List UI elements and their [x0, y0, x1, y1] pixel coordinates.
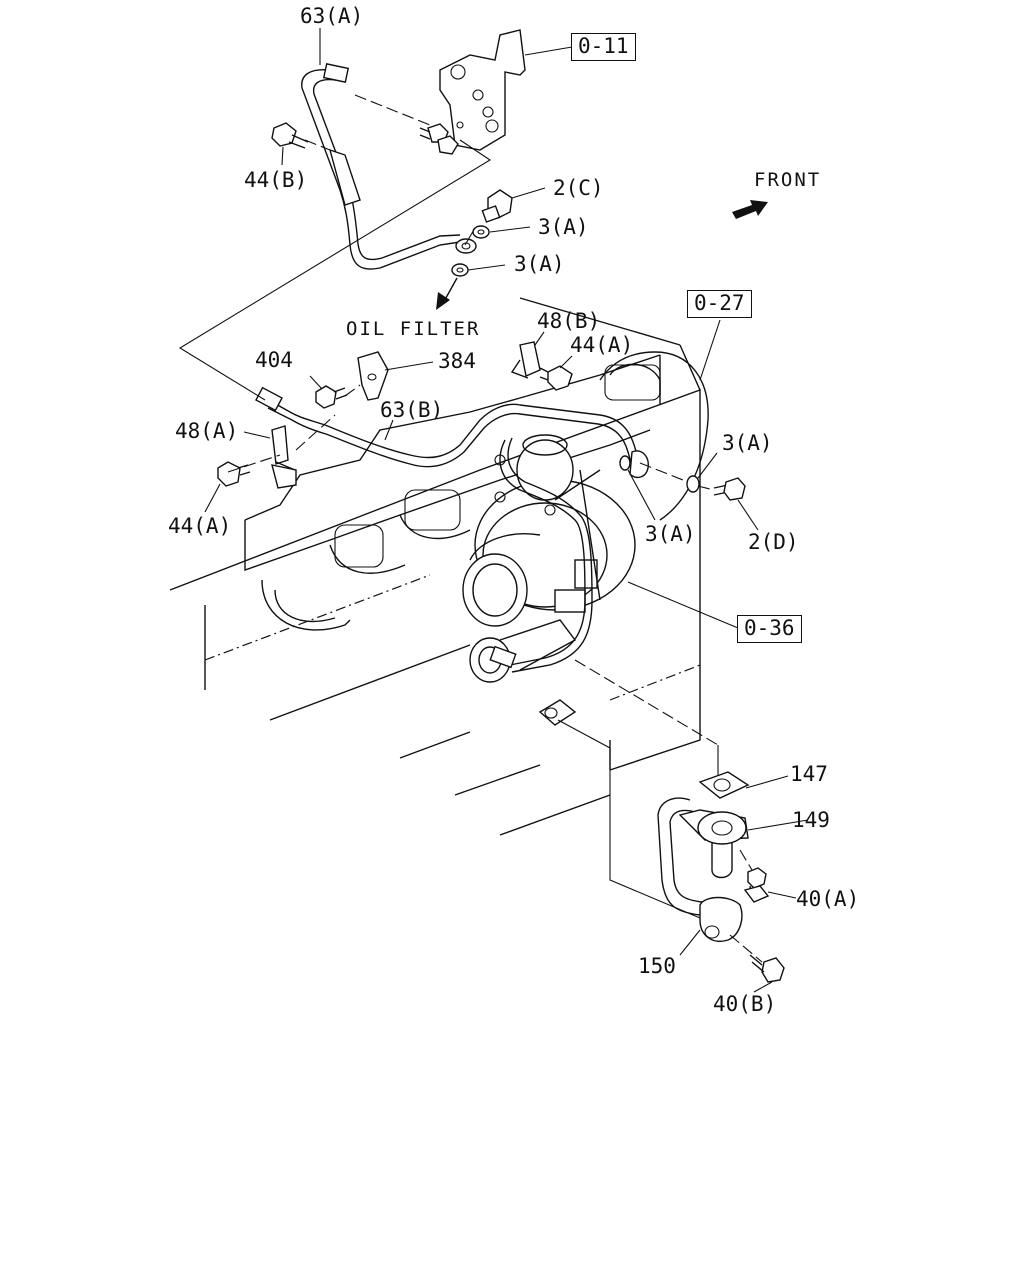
label-48b: 48(B)	[537, 309, 601, 333]
oil-pipe-63b	[255, 386, 649, 673]
washer-3a-2	[451, 263, 469, 277]
return-pipe-149	[538, 699, 750, 942]
bolt-404	[315, 385, 348, 409]
clamp-48a	[271, 425, 297, 489]
label-2d: 2(D)	[748, 530, 799, 554]
label-63a: 63(A)	[300, 4, 364, 28]
oil-pipe-63a	[301, 63, 477, 270]
label-404: 404	[255, 348, 293, 372]
label-3a-1: 3(A)	[538, 215, 589, 239]
front-arrow-icon	[732, 200, 768, 219]
label-2c: 2(C)	[553, 176, 604, 200]
clip-384	[357, 351, 389, 401]
oil-filter-arrow	[436, 277, 458, 310]
label-150: 150	[638, 954, 676, 978]
label-149: 149	[792, 808, 830, 832]
washer-3a-center	[619, 455, 631, 471]
ref-box-0-11[interactable]: 0-11	[571, 33, 636, 61]
bolt-44a-top	[539, 365, 573, 391]
oil-filter-label: OIL FILTER	[346, 318, 481, 340]
front-label: FRONT	[754, 169, 822, 191]
washer-3a-right	[686, 475, 700, 493]
label-3a-2: 3(A)	[514, 252, 565, 276]
bracket-0-11	[439, 29, 526, 151]
bolt-44b	[271, 122, 309, 149]
label-44b: 44(B)	[244, 168, 308, 192]
label-384: 384	[438, 349, 476, 373]
washer-3a-1	[472, 225, 490, 239]
leader-lines	[204, 28, 809, 993]
label-63b: 63(B)	[380, 398, 444, 422]
label-44a-top: 44(A)	[570, 333, 634, 357]
ref-box-0-27[interactable]: 0-27	[687, 290, 752, 318]
bolt-0-11	[419, 123, 459, 155]
label-3a-center: 3(A)	[645, 522, 696, 546]
engine-block	[169, 297, 701, 836]
turbocharger	[462, 434, 636, 683]
assembly-lines	[178, 94, 763, 963]
label-40a: 40(A)	[796, 887, 860, 911]
ref-box-0-36[interactable]: 0-36	[737, 615, 802, 643]
bolt-2d	[713, 477, 746, 501]
bolt-44a-left	[217, 461, 251, 487]
fasteners	[217, 122, 785, 983]
clamp-48b	[510, 341, 541, 379]
label-44a-left: 44(A)	[168, 514, 232, 538]
label-40b: 40(B)	[713, 992, 777, 1016]
bolt-40a	[743, 867, 770, 903]
bolt-2c	[481, 189, 513, 223]
label-3a-right: 3(A)	[722, 431, 773, 455]
bolt-40b	[749, 954, 785, 983]
label-147: 147	[790, 762, 828, 786]
label-48a: 48(A)	[175, 419, 239, 443]
